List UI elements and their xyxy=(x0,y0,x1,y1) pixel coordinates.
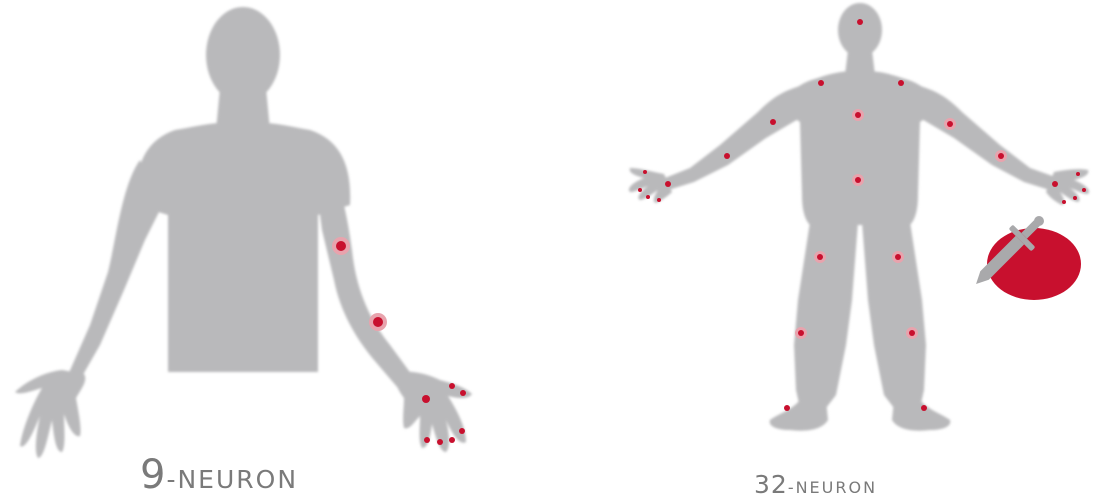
neuron-dot xyxy=(921,405,927,411)
neuron-dot xyxy=(657,198,661,202)
neuron-dot xyxy=(855,177,861,183)
neuron-dot xyxy=(1082,188,1086,192)
neuron-dot xyxy=(855,112,861,118)
neuron-dot xyxy=(1076,172,1080,176)
neuron-dot xyxy=(643,170,647,174)
neuron-dot xyxy=(998,153,1004,159)
label-unit: -NEURON xyxy=(166,465,298,494)
label-number: 32 xyxy=(754,470,788,499)
neuron-dot xyxy=(770,119,776,125)
neuron-dot xyxy=(449,437,455,443)
neuron-dot xyxy=(947,121,953,127)
neuron-dot xyxy=(898,80,904,86)
neuron-dot xyxy=(784,405,790,411)
neuron-dot xyxy=(1052,181,1058,187)
label-unit: -NEURON xyxy=(788,478,877,497)
neuron-dot xyxy=(909,330,915,336)
neuron-dot xyxy=(336,241,346,251)
neuron-dot xyxy=(817,254,823,260)
label-number: 9 xyxy=(140,452,166,498)
torso-figure xyxy=(15,7,472,458)
neuron-dot xyxy=(437,439,443,445)
neuron-dot xyxy=(857,19,863,25)
neuron-dot xyxy=(459,428,465,434)
neuron-dot xyxy=(1073,196,1077,200)
neuron-dot xyxy=(424,437,430,443)
neuron-dot xyxy=(373,317,383,327)
neuron-dot xyxy=(665,181,671,187)
neuron-dot xyxy=(798,330,804,336)
neuron-dot xyxy=(1062,200,1066,204)
sword-on-red-disc-icon xyxy=(965,206,1081,300)
neuron-dot xyxy=(724,153,730,159)
neuron-dot xyxy=(449,383,455,389)
full-body-neuron-label: 32-NEURON xyxy=(754,470,877,499)
neuron-dot xyxy=(895,254,901,260)
neuron-dot xyxy=(646,195,650,199)
neuron-dot xyxy=(422,395,430,403)
torso-neuron-label: 9-NEURON xyxy=(140,452,298,498)
neuron-dot xyxy=(638,188,642,192)
neuron-dot xyxy=(818,80,824,86)
neuron-dot xyxy=(460,390,466,396)
full-body-figure xyxy=(629,3,1089,431)
